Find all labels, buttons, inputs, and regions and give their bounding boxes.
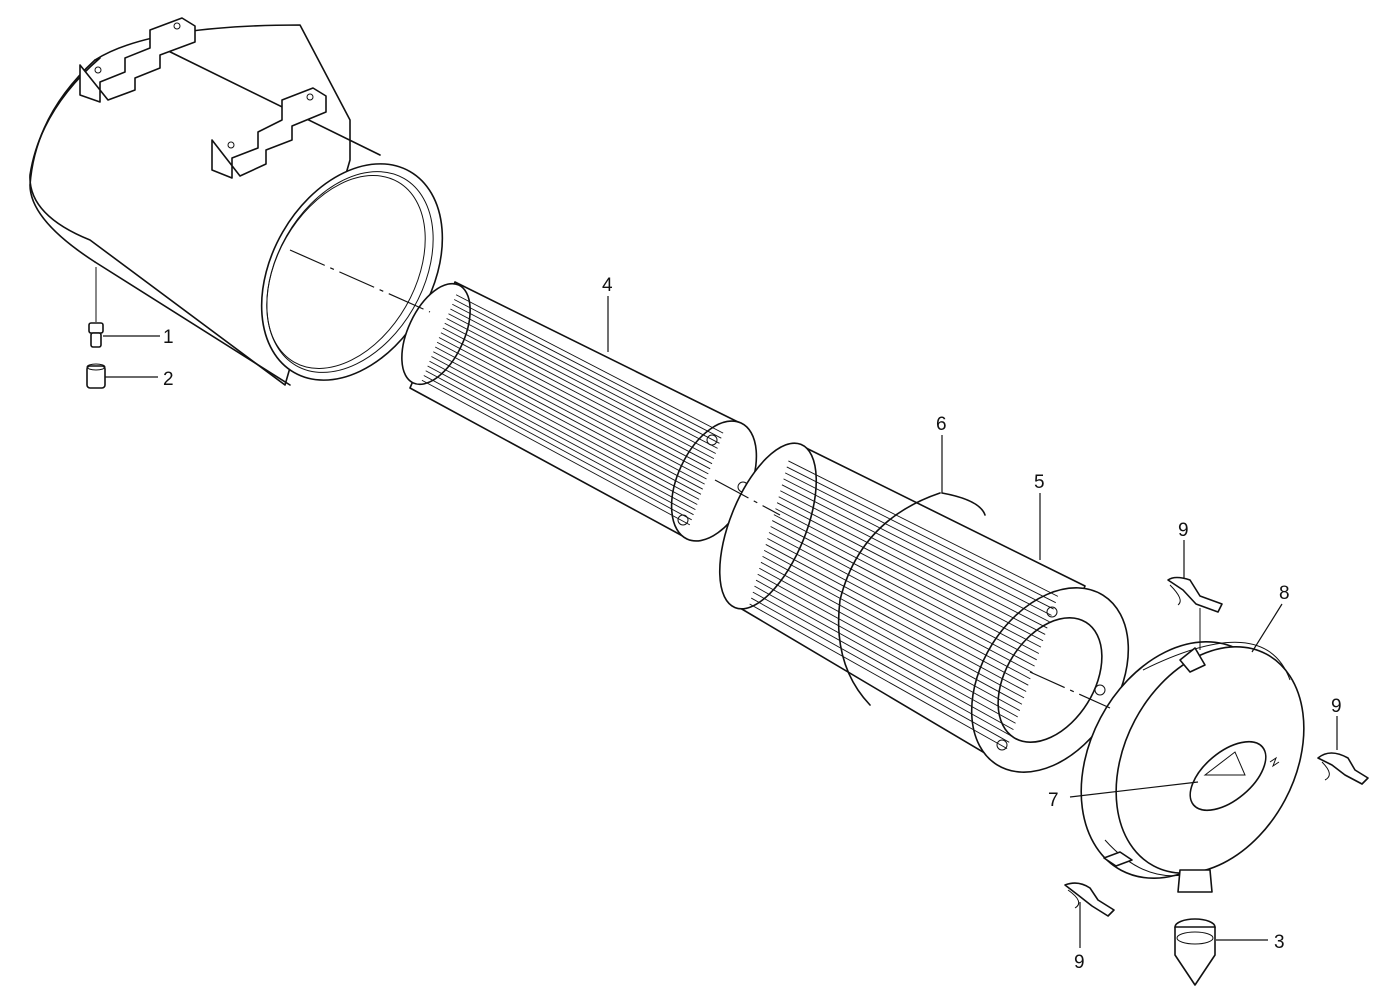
filter-pleat [434, 346, 704, 490]
dust-valve [1174, 918, 1216, 986]
callout-1: 1 [163, 327, 174, 348]
filter-pleat [775, 508, 1042, 648]
callout-7: 7 [1048, 790, 1059, 811]
filter-pleat [757, 573, 1018, 718]
callout-4: 4 [602, 275, 613, 296]
callout-9-top: 9 [1178, 520, 1189, 541]
callout-3: 3 [1274, 932, 1285, 953]
filter-pleat [423, 375, 692, 521]
filter-pleat [448, 313, 716, 454]
filter-pleat [765, 544, 1029, 686]
filter-housing [29, 17, 444, 386]
callout-6: 6 [936, 414, 947, 435]
retaining-clip-top [1167, 576, 1223, 650]
filter-pleat [781, 484, 1050, 623]
leader-lines [103, 296, 1338, 948]
center-axis-2 [714, 479, 781, 516]
filter-pleat [433, 351, 702, 495]
end-cover [1080, 641, 1305, 893]
filter-pleat [762, 555, 1025, 699]
filter-pleat [788, 460, 1059, 597]
filter-pleat [421, 379, 691, 526]
gasket-ring [837, 492, 986, 706]
filter-pleat [446, 318, 715, 459]
filter-pleat [780, 490, 1048, 629]
filter-pleat [776, 502, 1044, 642]
filter-pleat [751, 597, 1010, 743]
filter-pleat [438, 337, 707, 480]
filter-pleat [760, 561, 1023, 705]
filter-pleat [784, 472, 1054, 610]
filter-pleat [431, 356, 700, 500]
center-axis-3 [1029, 671, 1111, 709]
callout-9-right: 9 [1331, 696, 1342, 717]
filter-pleat [444, 322, 713, 465]
callout-8: 8 [1279, 583, 1290, 604]
drain-valve [88, 322, 104, 348]
filter-pleat [763, 549, 1027, 692]
filter-pleat [450, 308, 718, 449]
filter-pleat [436, 341, 705, 485]
filter-pleat [786, 466, 1056, 604]
callout-2: 2 [163, 369, 174, 390]
callout-9-bottom: 9 [1074, 952, 1085, 973]
filter-pleat [759, 567, 1021, 711]
filter-pleat [752, 591, 1012, 737]
filter-pleat [767, 538, 1031, 680]
filter-pleat [778, 496, 1046, 635]
center-axis [289, 249, 431, 313]
filter-pleat [755, 579, 1016, 724]
filter-pleat [452, 303, 720, 444]
filter-pleat [754, 585, 1014, 731]
primary-filter [718, 442, 1130, 773]
filter-pleat [455, 294, 724, 434]
filter-pleat [440, 332, 709, 475]
filter-pleat [425, 370, 694, 516]
callout-5: 5 [1034, 472, 1045, 493]
filter-pleat [749, 603, 1008, 750]
filter-pleat [770, 526, 1035, 667]
filter-pleat [783, 478, 1052, 616]
filter-pleat [773, 514, 1040, 654]
retaining-clip-right [1317, 752, 1369, 785]
filter-pleat [427, 365, 696, 510]
filter-pleat [453, 299, 722, 439]
retaining-clip-bottom [1064, 851, 1133, 917]
inner-safety-filter [401, 281, 758, 542]
filter-pleat [772, 520, 1037, 661]
filter-pleat [429, 360, 698, 505]
filter-pleat [768, 532, 1033, 673]
filter-pleat [442, 327, 711, 470]
drain-cap [86, 363, 106, 389]
